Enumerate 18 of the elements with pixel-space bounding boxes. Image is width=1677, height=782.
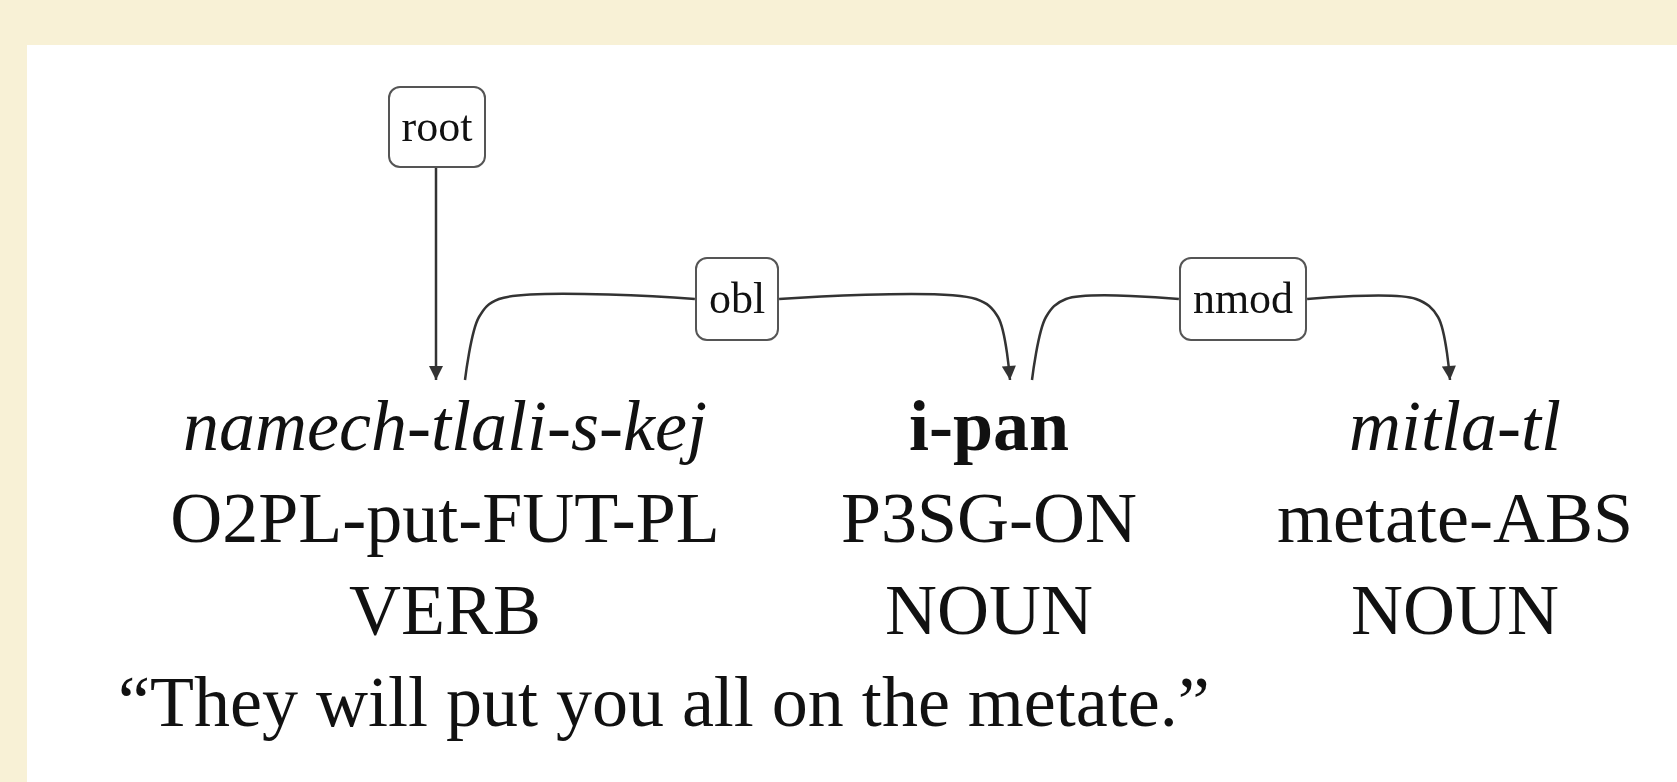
- relation-label: nmod: [1178, 257, 1308, 341]
- gloss: metate-ABS: [1276, 477, 1634, 560]
- dependency-arrow: [429, 168, 443, 380]
- dependency-line: [463, 292, 695, 381]
- gloss: P3SG-ON: [839, 477, 1139, 560]
- part-of-speech: VERB: [348, 569, 542, 652]
- relation-label: root: [387, 86, 487, 168]
- word-form: i-pan: [907, 385, 1071, 468]
- dependency-line: [1030, 294, 1179, 381]
- gloss: O2PL-put-FUT-PL: [169, 477, 721, 560]
- dependency-arrow: [1307, 294, 1456, 381]
- word-form: mitla-tl: [1348, 385, 1562, 468]
- part-of-speech: NOUN: [884, 569, 1094, 652]
- part-of-speech: NOUN: [1350, 569, 1560, 652]
- dependency-arrow: [779, 292, 1016, 381]
- word-form: namech-tlali-s-kej: [182, 385, 708, 468]
- relation-label: obl: [694, 257, 780, 341]
- translation: “They will put you all on the metate.”: [118, 661, 1210, 744]
